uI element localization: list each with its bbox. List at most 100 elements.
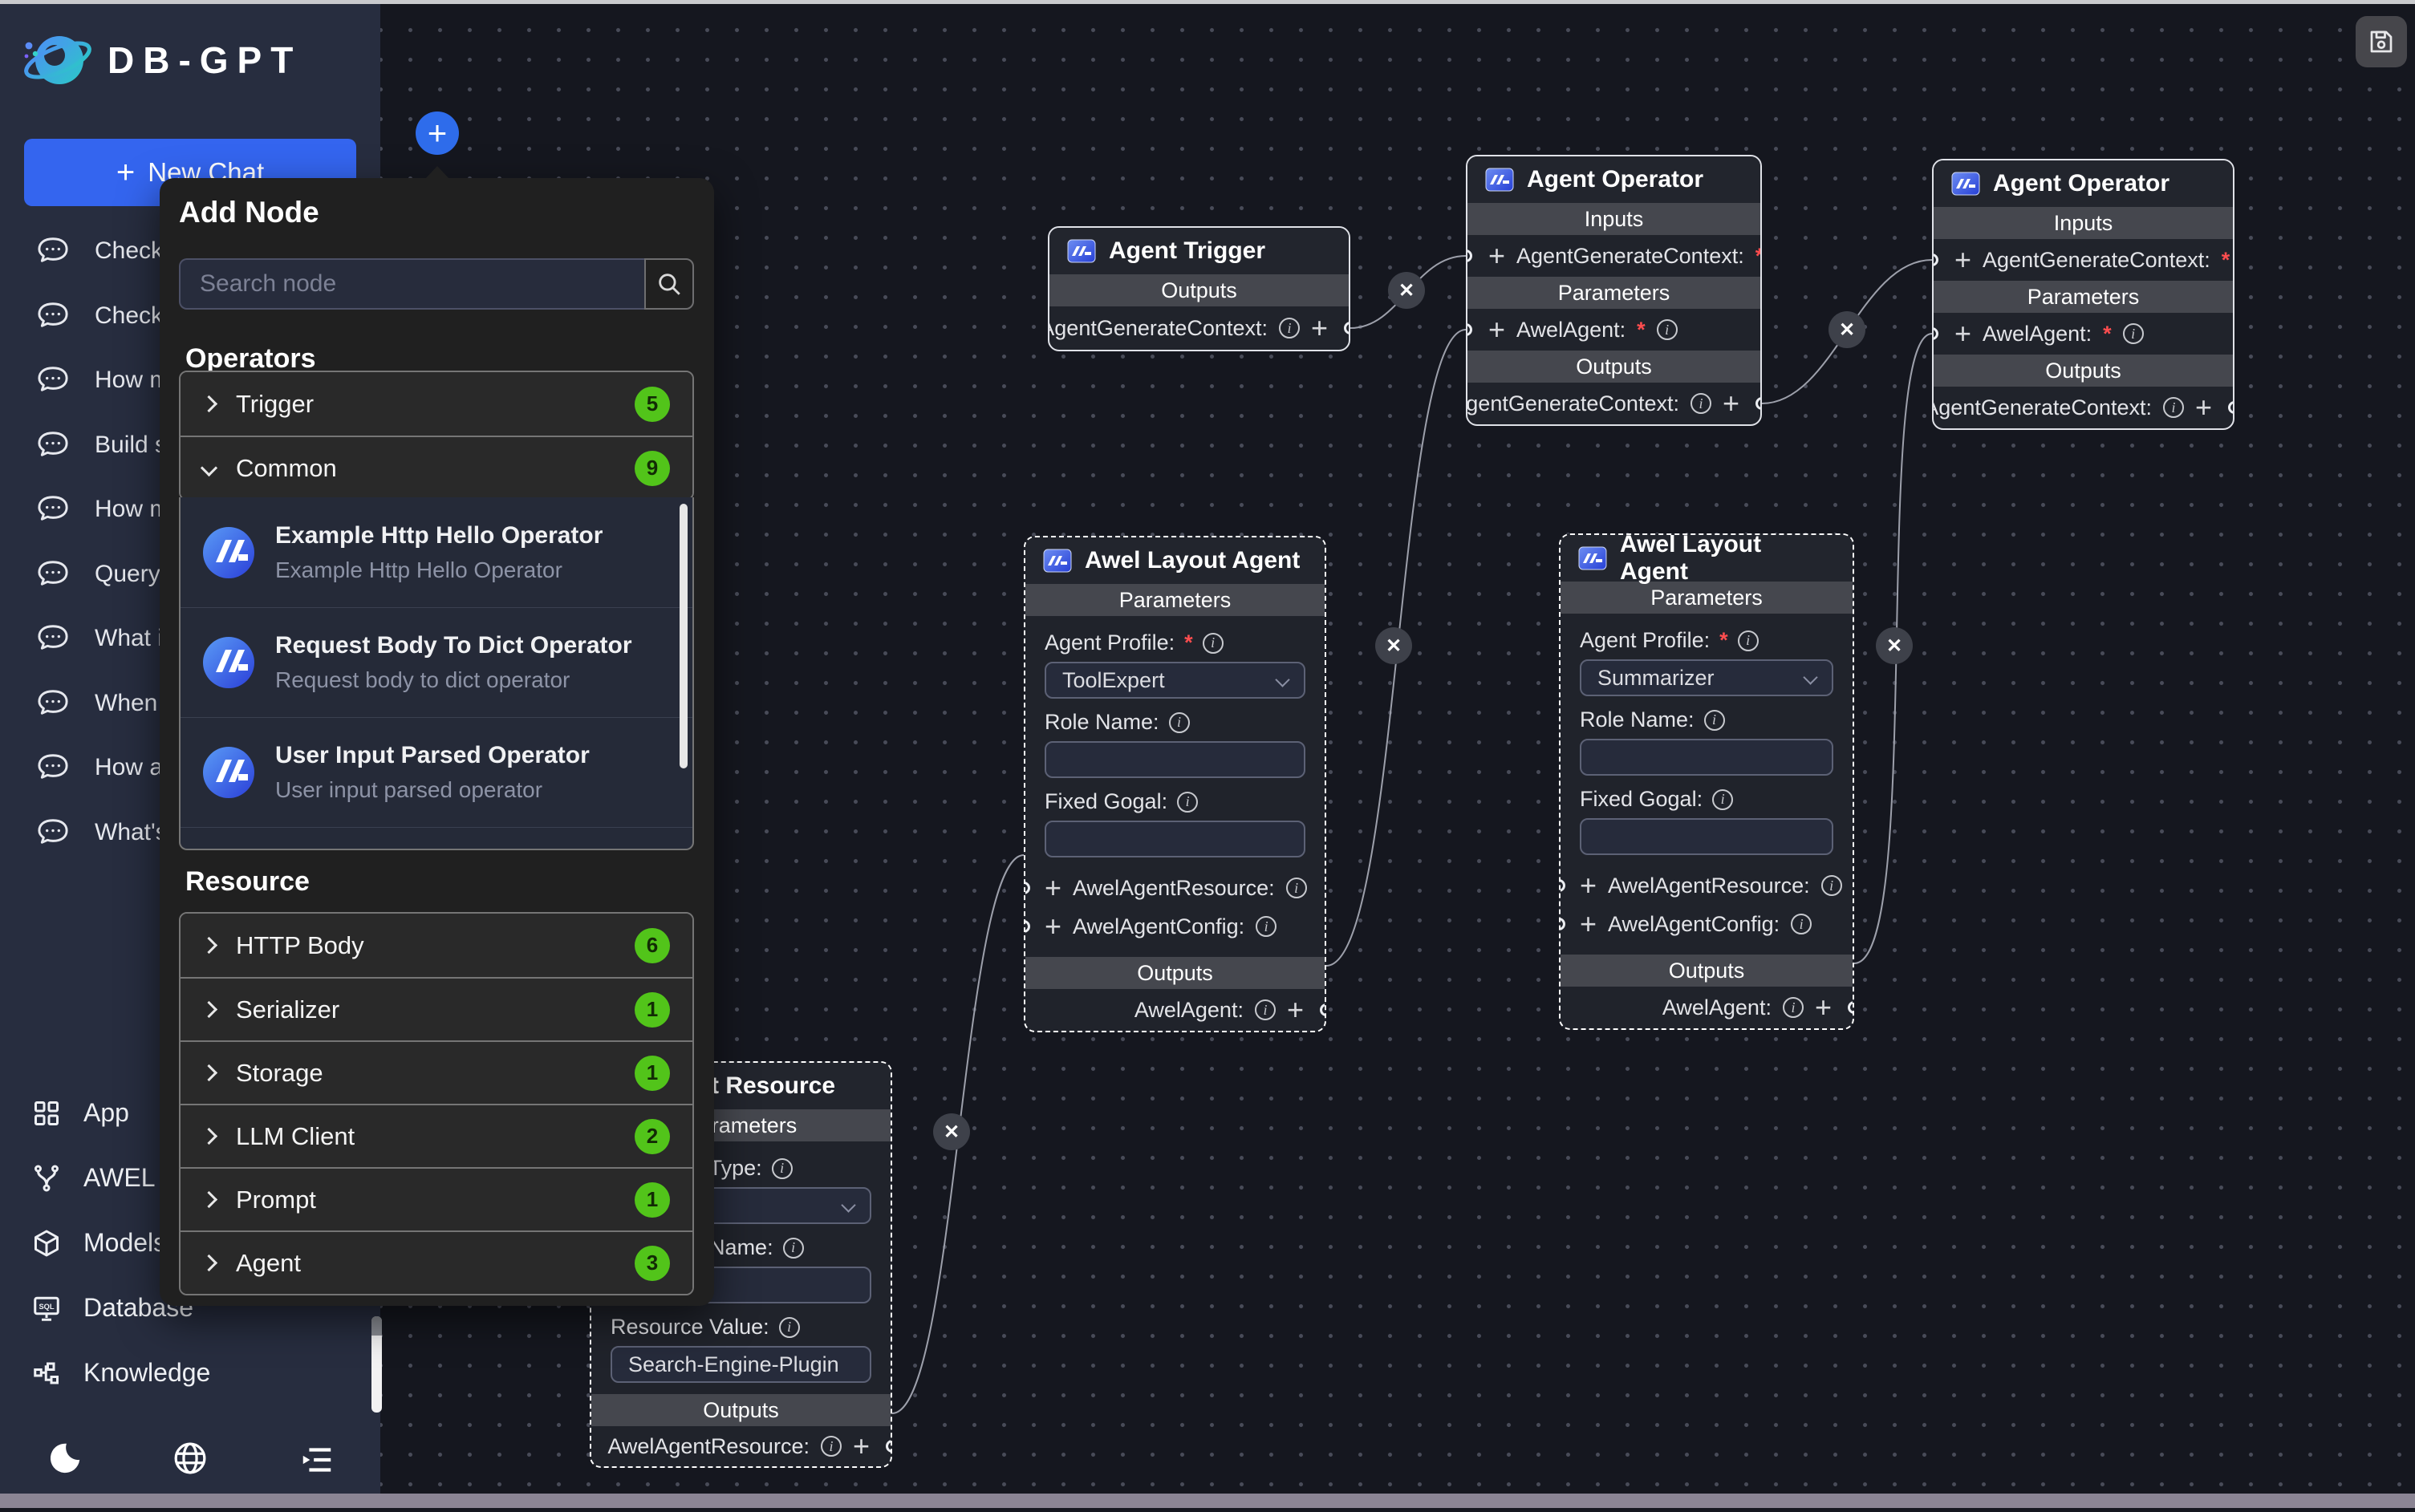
info-icon[interactable]: i: [1254, 999, 1276, 1020]
param-port-row[interactable]: + AwelAgent: * i: [1934, 313, 2233, 355]
info-icon[interactable]: i: [782, 1237, 804, 1259]
resource-value-input[interactable]: Search-Engine-Plugin: [611, 1346, 871, 1383]
config-port-row[interactable]: + AwelAgentConfig: i: [1561, 905, 1833, 943]
add-port-icon[interactable]: +: [1488, 239, 1506, 272]
theme-toggle-moon-icon[interactable]: [47, 1440, 83, 1481]
output-port-row[interactable]: AgentGenerateContext: i +: [1049, 306, 1349, 350]
sidebar-item-app[interactable]: App: [0, 1080, 380, 1145]
param-handle[interactable]: [1934, 327, 1938, 340]
resource-port-row[interactable]: + AwelAgentResource: i: [1561, 866, 1842, 905]
group-prompt[interactable]: Prompt 1: [181, 1167, 692, 1230]
node-header[interactable]: Agent Trigger: [1049, 228, 1349, 274]
output-port-row[interactable]: AwelAgentResource: i +: [591, 1426, 891, 1466]
output-port-row[interactable]: AwelAgent: i +: [1025, 989, 1325, 1031]
config-port-row[interactable]: + AwelAgentConfig: i: [1025, 907, 1305, 946]
agent-profile-select[interactable]: Summarizer: [1580, 659, 1833, 696]
node-header[interactable]: Awel Layout Agent: [1561, 535, 1853, 585]
info-icon[interactable]: i: [1782, 997, 1804, 1018]
node-agent-operator-2[interactable]: Agent Operator Inputs + AgentGenerateCon…: [1932, 159, 2234, 430]
edge-delete-icon[interactable]: ✕: [1388, 272, 1425, 309]
output-port-row[interactable]: AgentGenerateContext: i +: [1467, 383, 1760, 424]
output-handle[interactable]: [1344, 322, 1349, 334]
input-port-row[interactable]: + AgentGenerateContext: * i: [1467, 235, 1760, 277]
info-icon[interactable]: i: [778, 1316, 800, 1338]
node-awel-layout-agent-1[interactable]: Awel Layout Agent Parameters Agent Profi…: [1024, 536, 1326, 1032]
sidebar-item-models[interactable]: Models: [0, 1210, 380, 1275]
info-icon[interactable]: i: [1656, 319, 1678, 340]
info-icon[interactable]: i: [2162, 397, 2184, 418]
info-icon[interactable]: i: [1278, 318, 1300, 338]
info-icon[interactable]: i: [1202, 632, 1224, 654]
config-handle[interactable]: [1561, 918, 1565, 930]
node-header[interactable]: Agent Operator: [1467, 156, 1760, 203]
add-port-icon[interactable]: +: [1045, 910, 1062, 942]
input-port-row[interactable]: + AgentGenerateContext: * i: [1934, 239, 2233, 281]
node-header[interactable]: Awel Layout Agent: [1025, 537, 1325, 584]
edge-delete-icon[interactable]: ✕: [1375, 627, 1412, 664]
agent-profile-select[interactable]: ToolExpert: [1045, 662, 1305, 699]
operator-list-item[interactable]: Request Body To Dict Operator Request bo…: [181, 607, 692, 717]
add-port-icon[interactable]: +: [1488, 313, 1506, 346]
output-port-row[interactable]: AgentGenerateContext: i +: [1934, 387, 2233, 428]
add-port-icon[interactable]: +: [1722, 387, 1739, 420]
search-input[interactable]: [179, 258, 644, 310]
input-handle[interactable]: [1467, 249, 1472, 262]
operator-list-item[interactable]: [181, 827, 692, 849]
operator-list-item[interactable]: User Input Parsed Operator User input pa…: [181, 717, 692, 827]
node-agent-trigger[interactable]: Agent Trigger Outputs AgentGenerateConte…: [1048, 226, 1350, 351]
sidebar-item-knowledge[interactable]: Knowledge: [0, 1340, 380, 1405]
info-icon[interactable]: i: [1256, 916, 1277, 937]
add-port-icon[interactable]: +: [1045, 871, 1062, 904]
role-name-input[interactable]: [1580, 739, 1833, 776]
info-icon[interactable]: i: [771, 1157, 793, 1179]
brand[interactable]: DB-GPT: [19, 22, 302, 99]
search-button[interactable]: [644, 258, 694, 310]
output-handle[interactable]: [1320, 1003, 1325, 1016]
save-flow-button[interactable]: [2356, 16, 2407, 67]
fixed-goal-input[interactable]: [1045, 821, 1305, 857]
resource-handle[interactable]: [1025, 882, 1030, 894]
operator-list-item[interactable]: Example Http Hello Operator Example Http…: [181, 497, 692, 607]
fixed-goal-input[interactable]: [1580, 818, 1833, 855]
output-handle[interactable]: [886, 1440, 891, 1453]
add-port-icon[interactable]: +: [1580, 869, 1597, 902]
add-port-icon[interactable]: +: [2194, 391, 2212, 424]
output-handle[interactable]: [2228, 401, 2233, 414]
group-common[interactable]: Common 9: [181, 436, 692, 499]
info-icon[interactable]: i: [2122, 323, 2144, 344]
add-port-icon[interactable]: +: [852, 1429, 870, 1462]
param-handle[interactable]: [1467, 323, 1472, 336]
node-agent-operator-1[interactable]: Agent Operator Inputs + AgentGenerateCon…: [1466, 155, 1762, 426]
edge-delete-icon[interactable]: ✕: [933, 1113, 970, 1150]
resource-port-row[interactable]: + AwelAgentResource: i: [1025, 869, 1307, 907]
info-icon[interactable]: i: [1703, 709, 1725, 731]
info-icon[interactable]: i: [1285, 878, 1307, 898]
add-node-button[interactable]: +: [416, 111, 459, 155]
info-icon[interactable]: i: [1177, 791, 1199, 813]
info-icon[interactable]: i: [1791, 914, 1812, 934]
info-icon[interactable]: i: [1690, 393, 1711, 414]
add-port-icon[interactable]: +: [1954, 243, 1972, 276]
output-port-row[interactable]: AwelAgent: i +: [1561, 987, 1853, 1028]
add-port-icon[interactable]: +: [1286, 993, 1304, 1026]
info-icon[interactable]: i: [1712, 788, 1734, 810]
add-port-icon[interactable]: +: [1310, 311, 1328, 344]
group-agent[interactable]: Agent 3: [181, 1230, 692, 1294]
group-serializer[interactable]: Serializer 1: [181, 977, 692, 1040]
add-port-icon[interactable]: +: [1814, 991, 1832, 1024]
language-globe-icon[interactable]: [172, 1440, 209, 1481]
info-icon[interactable]: i: [1820, 875, 1842, 896]
list-scrollbar[interactable]: [680, 504, 688, 768]
group-storage[interactable]: Storage 1: [181, 1040, 692, 1104]
group-http-body[interactable]: HTTP Body 6: [181, 914, 692, 977]
config-handle[interactable]: [1025, 920, 1030, 933]
info-icon[interactable]: i: [1168, 711, 1190, 733]
collapse-sidebar-icon[interactable]: [298, 1441, 335, 1482]
node-awel-layout-agent-2[interactable]: Awel Layout Agent Parameters Agent Profi…: [1559, 533, 1854, 1030]
info-icon[interactable]: i: [1737, 630, 1759, 651]
node-header[interactable]: Agent Operator: [1934, 160, 2233, 207]
output-handle[interactable]: [1848, 1001, 1853, 1014]
param-port-row[interactable]: + AwelAgent: * i: [1467, 309, 1760, 351]
resource-handle[interactable]: [1561, 879, 1565, 892]
input-handle[interactable]: [1934, 253, 1938, 266]
